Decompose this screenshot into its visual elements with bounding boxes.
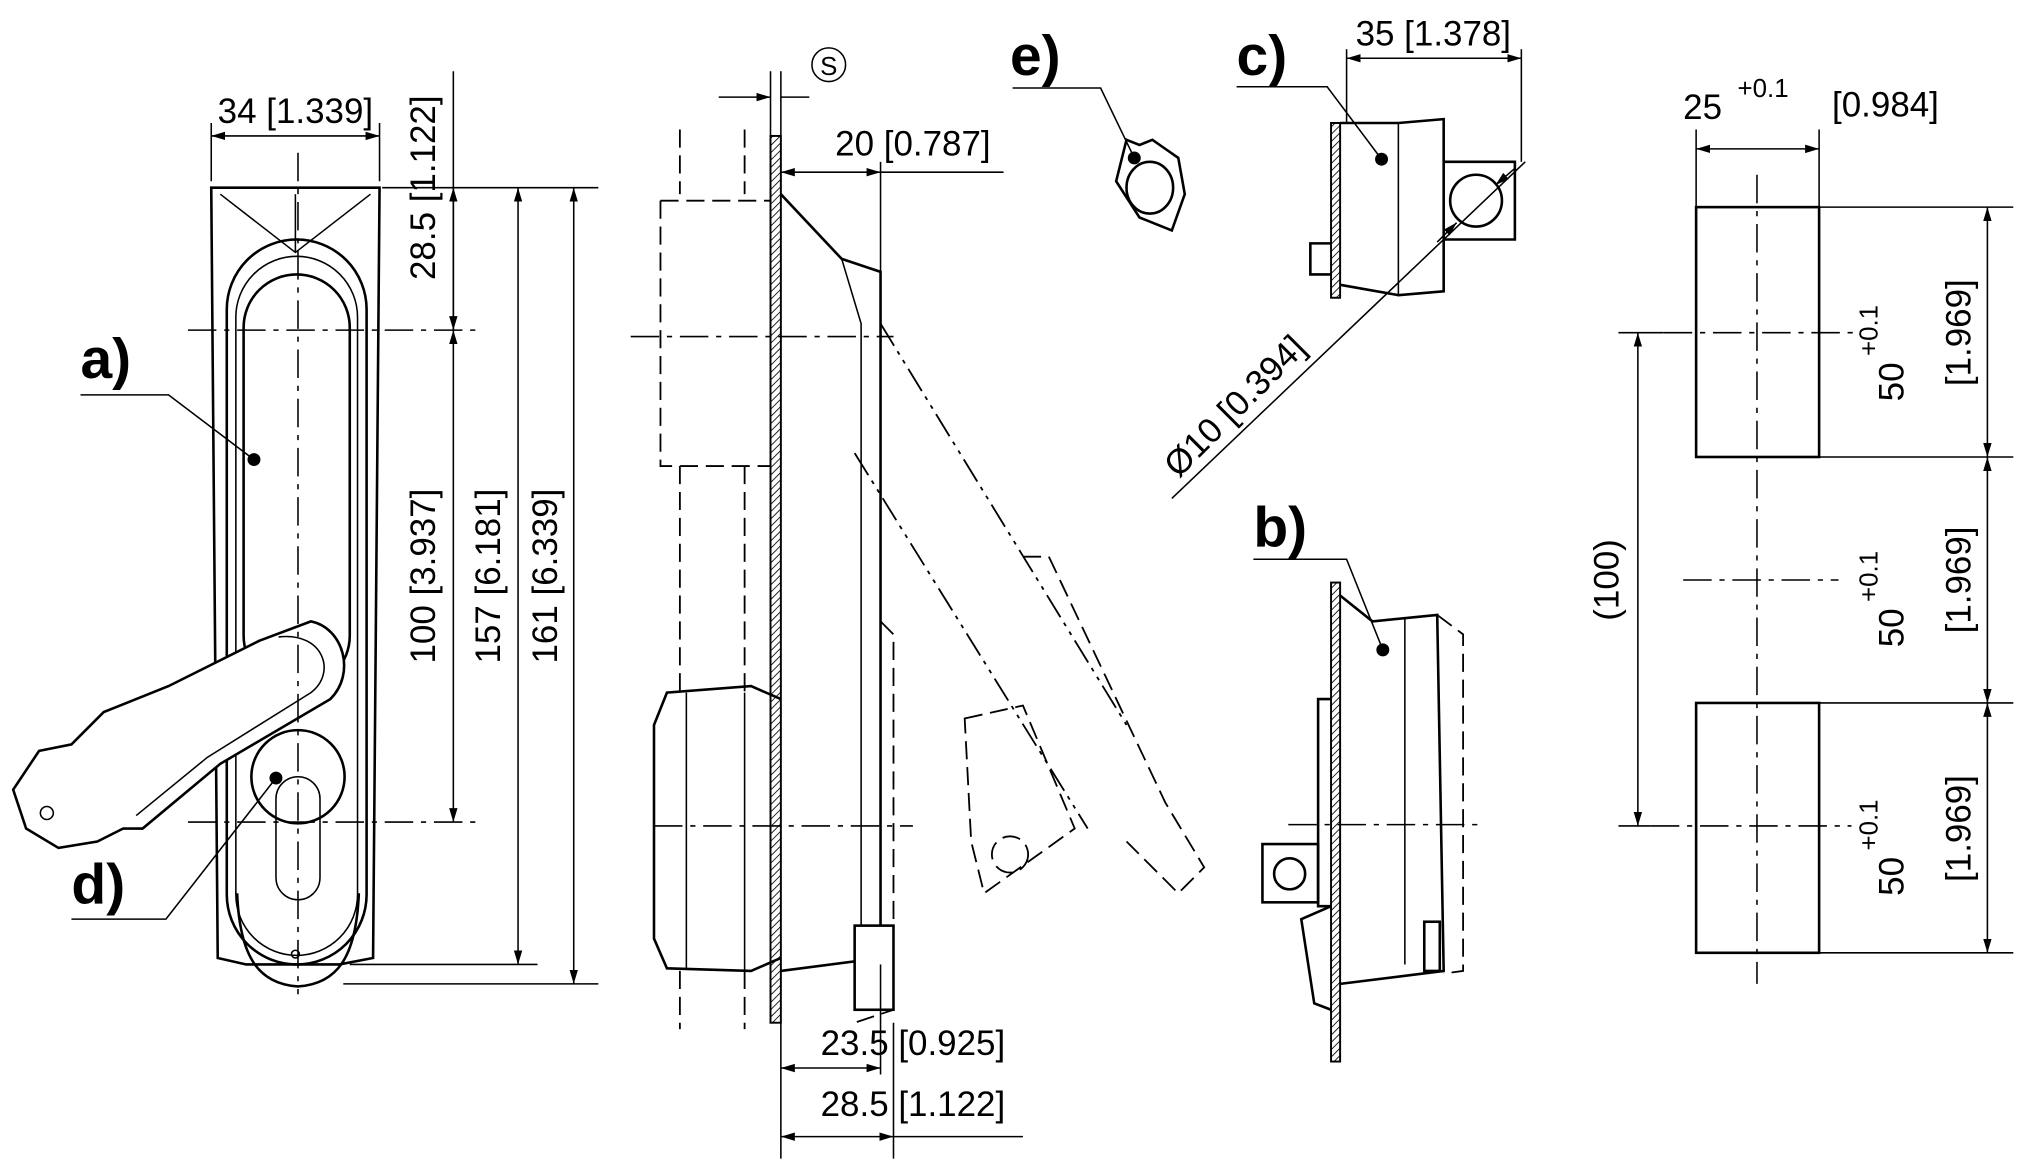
segment-2-main: 50 [1872, 608, 1911, 647]
dim-cutout-width-tol: +0.1 [1738, 75, 1789, 103]
dim-cutout-segment-3: 50 +0.1 [1.969] [1855, 775, 1978, 896]
dim-width-35: 35 [1.378] [1356, 14, 1511, 53]
dim-width-34: 34 [1.339] [218, 92, 373, 131]
segment-2-inch: [1.969] [1940, 527, 1979, 634]
dim-top-28-5: 28.5 [1.122] [404, 95, 443, 280]
dim-height-157: 157 [6.181] [469, 489, 508, 664]
label-e: e) [1010, 24, 1061, 88]
label-c: c) [1237, 24, 1288, 88]
segment-2-tol: +0.1 [1855, 551, 1883, 602]
panel-cutout [1618, 129, 2014, 984]
dim-cutout-width-inch: [0.984] [1832, 86, 1939, 125]
segment-1-main: 50 [1872, 362, 1911, 401]
label-d: d) [71, 853, 125, 917]
dim-depth-20: 20 [0.787] [835, 124, 990, 163]
dim-cutout-segment-1: 50 +0.1 [1.969] [1855, 279, 1978, 401]
dim-cutout-width: 25 [1683, 88, 1722, 127]
segment-3-inch: [1.969] [1940, 775, 1979, 882]
detail-c [1171, 49, 1526, 499]
dim-diameter-10: Ø10 [0.394] [1157, 328, 1314, 485]
segment-3-tol: +0.1 [1855, 799, 1883, 850]
dim-center-100: 100 [3.937] [404, 489, 443, 664]
dim-cutout-segment-2: 50 +0.1 [1.969] [1855, 527, 1978, 648]
segment-3-main: 50 [1872, 857, 1911, 896]
detail-e [1012, 87, 1187, 233]
dim-depth-23-5: 23.5 [0.925] [821, 1024, 1006, 1063]
segment-1-tol: +0.1 [1855, 305, 1883, 356]
front-view [11, 71, 599, 995]
dim-height-161: 161 [6.339] [526, 489, 565, 664]
sheet-thickness-symbol: S [820, 53, 837, 81]
label-b: b) [1253, 495, 1307, 559]
dim-depth-28-5: 28.5 [1.122] [821, 1085, 1006, 1124]
detail-b [1253, 558, 1483, 1063]
dim-cutout-reference-100: (100) [1587, 539, 1626, 621]
segment-1-inch: [1.969] [1940, 279, 1979, 386]
label-a: a) [80, 327, 131, 391]
side-view [630, 47, 1206, 1159]
